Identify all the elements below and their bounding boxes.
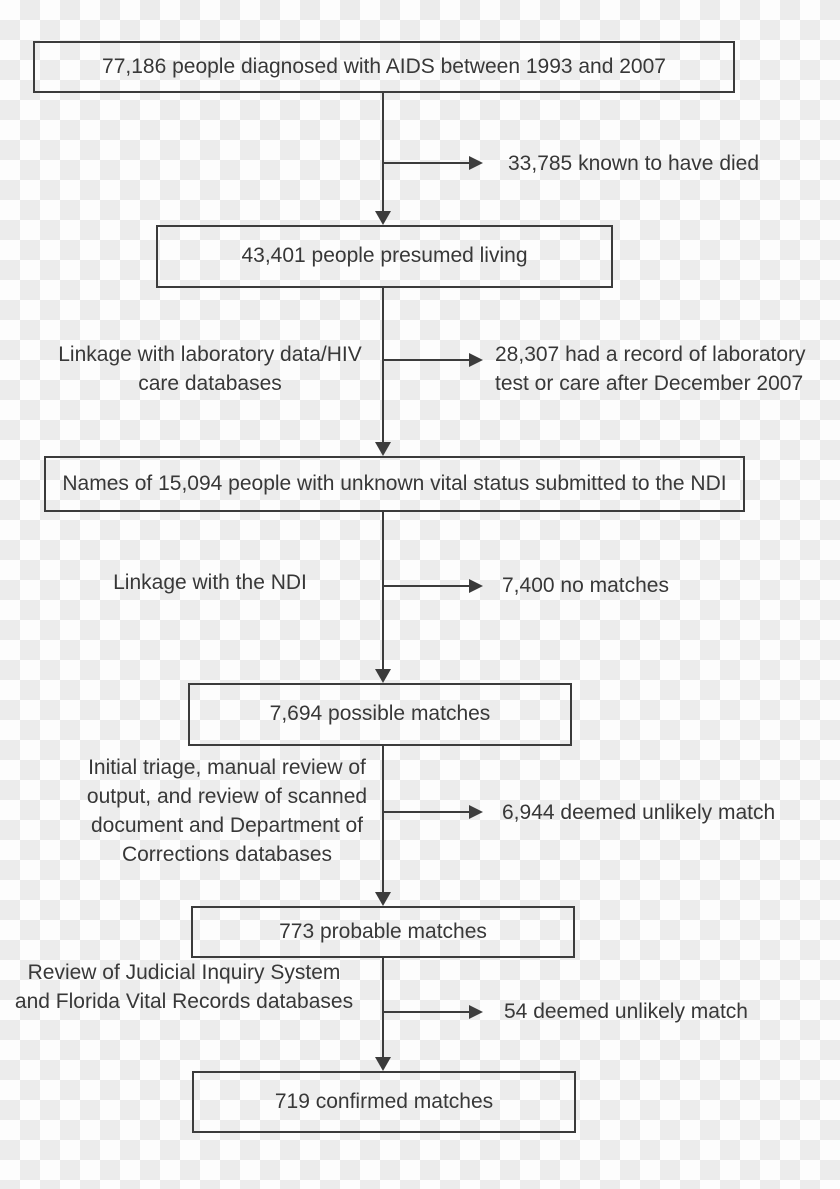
flow-line-3: [381, 512, 384, 670]
arrow-right-icon: [469, 579, 483, 593]
note-known-died: 33,785 known to have died: [508, 152, 760, 175]
branch-line-2: [383, 358, 469, 362]
branch-line-3: [383, 584, 469, 588]
flow-line-2: [381, 288, 384, 443]
branch-line-5: [383, 1010, 469, 1014]
flow-line-1: [381, 92, 384, 212]
process-ndi-linkage: Linkage with the NDI: [113, 571, 307, 594]
note-unlikely-6944: 6,944 deemed unlikely match: [502, 801, 776, 824]
arrow-right-icon: [469, 1005, 483, 1019]
box-probable-matches: 773 probable matches: [191, 906, 575, 958]
box-confirmed-matches: 719 confirmed matches: [192, 1071, 576, 1133]
arrow-down-icon: [375, 442, 391, 456]
branch-line-4: [383, 810, 469, 814]
box-confirmed-matches-label: 719 confirmed matches: [274, 1089, 494, 1113]
box-presumed-living: 43,401 people presumed living: [156, 225, 613, 288]
box-possible-matches: 7,694 possible matches: [188, 683, 572, 746]
arrow-down-icon: [375, 669, 391, 683]
box-submitted-ndi-label: Names of 15,094 people with unknown vita…: [62, 471, 727, 495]
arrow-down-icon: [375, 892, 391, 906]
note-unlikely-54: 54 deemed unlikely match: [504, 1000, 748, 1023]
box-probable-matches-label: 773 probable matches: [279, 919, 487, 943]
process-judicial-review: Review of Judicial Inquiry System and Fl…: [14, 961, 354, 1013]
box-submitted-ndi: Names of 15,094 people with unknown vita…: [44, 456, 745, 512]
box-presumed-living-label: 43,401 people presumed living: [241, 244, 528, 268]
process-lab-linkage: Linkage with laboratory data/HIV care da…: [58, 343, 362, 395]
flow-line-5: [381, 958, 384, 1058]
arrow-down-icon: [375, 1057, 391, 1071]
arrow-right-icon: [469, 805, 483, 819]
note-no-matches: 7,400 no matches: [502, 574, 669, 597]
flow-line-4: [381, 746, 384, 893]
process-triage: Initial triage, manual review of output,…: [86, 756, 368, 866]
box-possible-matches-label: 7,694 possible matches: [269, 702, 491, 726]
arrow-right-icon: [469, 353, 483, 367]
box-diagnosed-label: 77,186 people diagnosed with AIDS betwee…: [102, 54, 666, 78]
box-diagnosed: 77,186 people diagnosed with AIDS betwee…: [33, 41, 735, 93]
branch-line-1: [383, 161, 469, 165]
note-lab-record: 28,307 had a record of laboratory test o…: [495, 343, 806, 395]
arrow-down-icon: [375, 211, 391, 225]
arrow-right-icon: [469, 156, 483, 170]
